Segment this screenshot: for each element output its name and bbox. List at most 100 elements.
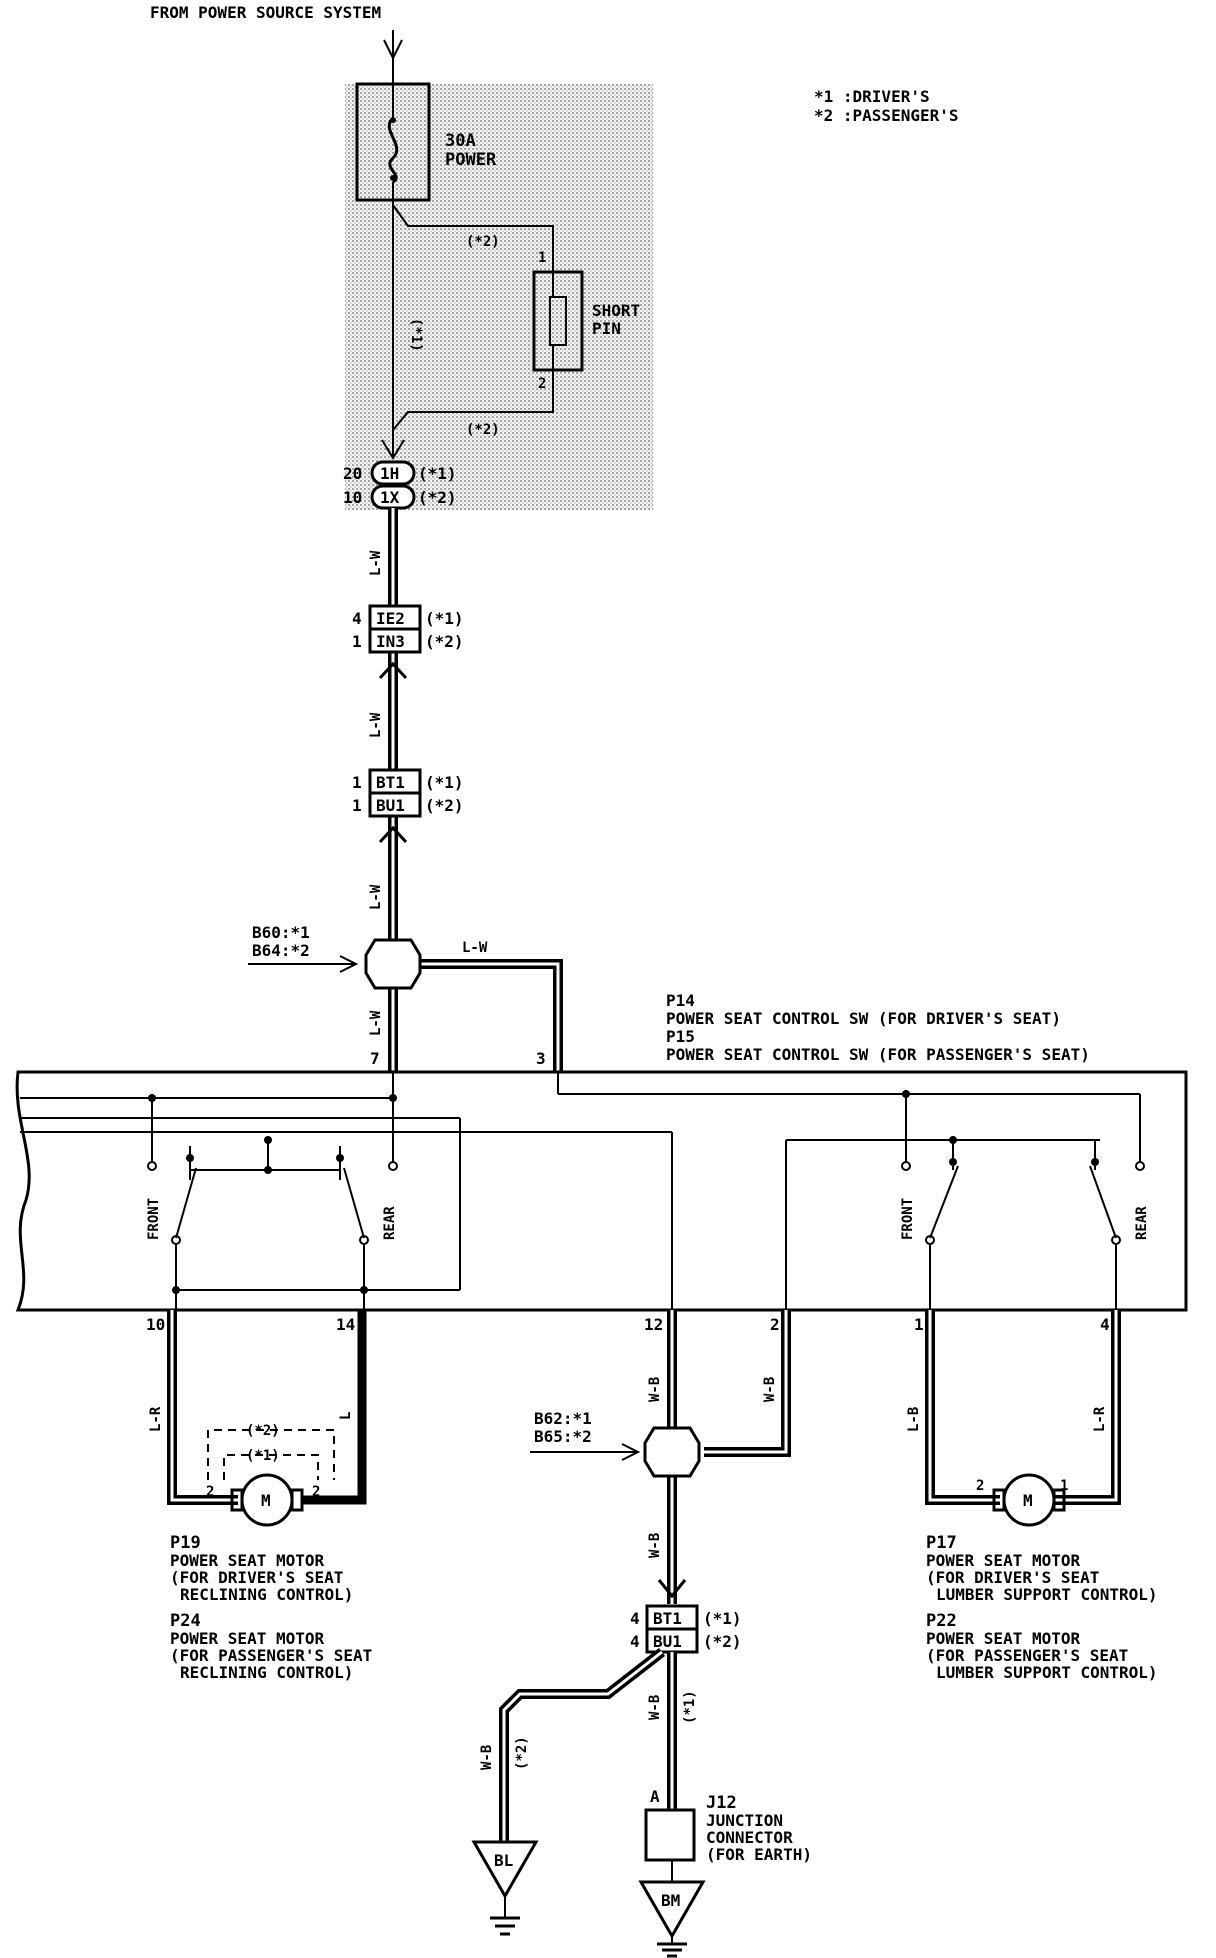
switch-pin-12: 12 — [644, 1315, 663, 1334]
junction-lower-label-2: B65:*2 — [534, 1427, 592, 1446]
motor-right-pin-l: 2 — [976, 1478, 984, 1494]
wire-label-lw-branch: L-W — [462, 940, 488, 956]
wire-label-wb-1: W-B — [647, 1377, 663, 1402]
connector-1h-pin: 20 — [343, 464, 362, 483]
connector-ie2-name: IE2 — [376, 609, 405, 628]
variant-note-passenger-left: (*2) — [246, 1423, 280, 1439]
motor-left — [230, 1473, 304, 1527]
left-motor-wires — [167, 1310, 367, 1505]
connector-in3-name: IN3 — [376, 632, 405, 651]
junction-lower-label-1: B62:*1 — [534, 1409, 592, 1428]
connector-bu1-name: BU1 — [376, 796, 405, 815]
motor-right-line-2: (FOR DRIVER'S SEAT — [926, 1568, 1099, 1587]
switch-right-pair — [901, 1136, 1145, 1310]
ground-bl-label: BL — [494, 1851, 513, 1870]
wire-label-lw-1: L-W — [368, 550, 384, 576]
wire-label-l: L — [338, 1412, 354, 1420]
connector-1h-note: (*1) — [418, 464, 457, 483]
wire-label-lw-4: L-W — [368, 1010, 384, 1036]
switch-title-driver: POWER SEAT CONTROL SW (FOR DRIVER'S SEAT… — [666, 1009, 1061, 1028]
legend-passenger: *2 :PASSENGER'S — [814, 106, 959, 125]
motor-left-ref-2: P24 — [170, 1611, 201, 1631]
motor-right-line-3: LUMBER SUPPORT CONTROL) — [936, 1585, 1158, 1604]
short-pin-label-1: SHORT — [592, 301, 640, 320]
switch-title-passenger: POWER SEAT CONTROL SW (FOR PASSENGER'S S… — [666, 1045, 1090, 1064]
junction-connector-line-2: CONNECTOR — [706, 1828, 793, 1847]
junction-upper-label-1: B60:*1 — [252, 923, 310, 942]
connector-bu1-note: (*2) — [425, 796, 464, 815]
junction-b60-b64 — [364, 938, 422, 990]
switch-rear-left: REAR — [382, 1206, 398, 1240]
motor-right-line-6: LUMBER SUPPORT CONTROL) — [936, 1663, 1158, 1682]
motor-right-line-4: POWER SEAT MOTOR — [926, 1629, 1080, 1648]
wire-label-wb-5: W-B — [647, 1695, 663, 1720]
short-pin — [532, 270, 584, 372]
wire-label-lr-left: L-R — [148, 1406, 164, 1432]
motor-left-line-5: (FOR PASSENGER'S SEAT — [170, 1646, 372, 1665]
motor-right-pin-r: 1 — [1060, 1478, 1068, 1494]
motor-right-line-1: POWER SEAT MOTOR — [926, 1551, 1080, 1570]
switch-pin-7: 7 — [370, 1049, 380, 1068]
wire-note-passenger-top: (*2) — [466, 234, 500, 250]
short-pin-pin2: 2 — [538, 376, 546, 392]
switch-pin-2: 2 — [770, 1315, 780, 1334]
connector-bt1-lower-note: (*1) — [703, 1609, 742, 1628]
ground-bm — [638, 1880, 706, 1958]
junction-b62-b65 — [643, 1426, 701, 1478]
wire-label-wb-2: W-B — [762, 1377, 778, 1402]
wire-label-lb: L-B — [906, 1407, 922, 1432]
legend-driver: *1 :DRIVER'S — [814, 87, 930, 106]
connector-bt1-lower-name: BT1 — [653, 1609, 682, 1628]
junction-connector-j12 — [644, 1808, 696, 1862]
connector-bt1-pin: 1 — [352, 773, 362, 792]
switch-pin-10: 10 — [146, 1315, 165, 1334]
wire-label-wb-3: W-B — [647, 1533, 663, 1558]
connector-bu1-lower-name: BU1 — [653, 1632, 682, 1651]
wire-note-passenger-bottom: (*2) — [466, 422, 500, 438]
motor-right-symbol: M — [1023, 1491, 1033, 1510]
fuse-rating: 30A — [445, 131, 476, 151]
short-pin-label-2: PIN — [592, 319, 621, 338]
branch-wire-lw — [393, 959, 563, 1072]
connector-bt1-lower-pin: 4 — [630, 1609, 640, 1628]
motor-right — [992, 1473, 1066, 1527]
connector-bt1-name: BT1 — [376, 773, 405, 792]
wire-note-driver-earth: (*1) — [682, 1690, 698, 1724]
motor-left-line-1: POWER SEAT MOTOR — [170, 1551, 324, 1570]
connector-bu1-pin: 1 — [352, 796, 362, 815]
connector-bt1-note: (*1) — [425, 773, 464, 792]
junction-connector-line-3: (FOR EARTH) — [706, 1845, 812, 1864]
wire-note-passenger-earth: (*2) — [514, 1736, 530, 1770]
switch-housing — [15, 1070, 1188, 1312]
wire-label-lw-3: L-W — [368, 884, 384, 910]
switch-pin-14: 14 — [336, 1315, 355, 1334]
junction-block-shading — [345, 84, 653, 510]
switch-ref-driver: P14 — [666, 991, 695, 1010]
junction-upper-label-2: B64:*2 — [252, 941, 310, 960]
switch-left-pair — [147, 1136, 460, 1310]
connector-ie2-pin: 4 — [352, 609, 362, 628]
wire-note-driver-vertical: (*1) — [408, 318, 424, 352]
motor-left-pin-r: 2 — [312, 1484, 320, 1500]
variant-bracket-left — [207, 1429, 335, 1480]
right-motor-wires — [925, 1310, 1121, 1505]
switch-pin-3: 3 — [536, 1049, 546, 1068]
wire-label-lr-right: L-R — [1092, 1406, 1108, 1432]
motor-left-ref-1: P19 — [170, 1533, 201, 1553]
fuse-name: POWER — [445, 150, 497, 170]
switch-ref-passenger: P15 — [666, 1027, 695, 1046]
connector-in3-note: (*2) — [425, 632, 464, 651]
motor-right-ref-2: P22 — [926, 1611, 957, 1631]
switch-front-left: FRONT — [146, 1198, 162, 1240]
junction-connector-line-1: JUNCTION — [706, 1811, 783, 1830]
connector-bu1-lower-note: (*2) — [703, 1632, 742, 1651]
switch-front-right: FRONT — [900, 1198, 916, 1240]
motor-right-line-5: (FOR PASSENGER'S SEAT — [926, 1646, 1128, 1665]
motor-left-line-4: POWER SEAT MOTOR — [170, 1629, 324, 1648]
motor-right-ref-1: P17 — [926, 1533, 957, 1553]
connector-ie2-note: (*1) — [425, 609, 464, 628]
motor-left-line-6: RECLINING CONTROL) — [180, 1663, 353, 1682]
motor-left-symbol: M — [261, 1491, 271, 1510]
switch-rear-right: REAR — [1134, 1206, 1150, 1240]
